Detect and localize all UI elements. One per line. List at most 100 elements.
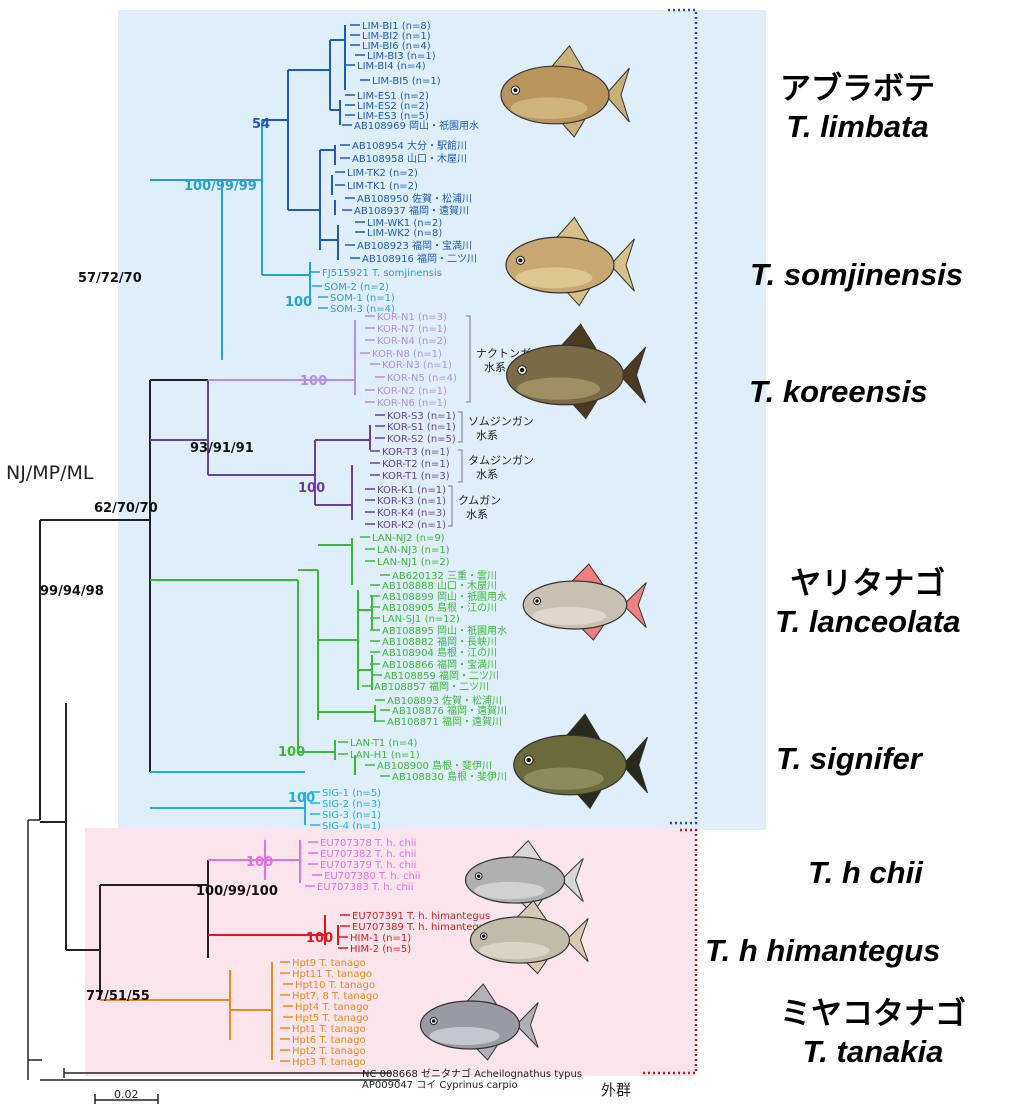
tip-label: KOR-S1 (n=1) — [387, 422, 456, 433]
tip-label: Hpt6 T. tanago — [292, 1035, 366, 1046]
tip-label: SIG-3 (n=1) — [322, 810, 381, 821]
species-label-koreensis: T. koreensis — [749, 373, 928, 411]
drainage-label: 水系 — [476, 429, 498, 442]
species-label-somjinensis: T. somjinensis — [750, 256, 963, 294]
method-label: NJ/MP/ML — [6, 462, 93, 484]
tip-label: Hpt1 T. tanago — [292, 1024, 366, 1035]
support-value: 100/99/100 — [196, 884, 278, 899]
tip-label: AB108958 山口・木屋川 — [352, 153, 467, 165]
support-value: 100 — [298, 481, 325, 496]
tip-label: FJ515921 T. somjinensis — [322, 268, 442, 279]
tip-label: AB108937 福岡・遠賀川 — [354, 204, 469, 217]
tip-label: AB108905 島根・江の川 — [382, 601, 497, 614]
tip-label: SOM-2 (n=2) — [324, 282, 389, 293]
tip-label: LIM-BI4 (n=4) — [357, 61, 426, 72]
tip-label: AB108871 福岡・遠賀川 — [387, 715, 502, 728]
tip-label: KOR-N1 (n=3) — [377, 312, 447, 323]
fish-somjinensis-illustration — [506, 217, 634, 305]
tip-label: AB108923 福岡・宝満川 — [357, 239, 472, 252]
tip-label: AB108859 福岡・二ツ川 — [384, 669, 499, 682]
tip-label: SIG-1 (n=5) — [322, 788, 381, 799]
tip-label: KOR-N5 (n=4) — [387, 373, 457, 384]
tip-label: KOR-N6 (n=1) — [377, 398, 447, 409]
species-label-tanakia: ミヤコタナゴ T. tanakia — [780, 995, 966, 1071]
tip-label: NC 008668 ゼニタナゴ Acheilognathus typus — [362, 1067, 582, 1080]
tip-label: AB108904 島根・江の川 — [382, 646, 497, 659]
tip-label: LIM-TK1 (n=2) — [347, 181, 418, 192]
tip-label: Hpt5 T. tanago — [295, 1013, 369, 1024]
support-value: 100 — [288, 791, 315, 806]
tip-label: LAN-NJ1 (n=2) — [377, 557, 450, 568]
drainage-label: タムジンガン — [468, 454, 534, 467]
tip-label: EU707380 T. h. chii — [324, 871, 420, 882]
tip-label: AB108857 福岡・二ツ川 — [374, 680, 489, 693]
tip-label: AB108950 佐賀・松浦川 — [357, 192, 472, 205]
tip-label: AB108899 岡山・祇園用水 — [382, 591, 507, 603]
tip-label: LAN-H1 (n=1) — [350, 750, 420, 761]
fish-koreensis-illustration — [507, 324, 646, 418]
tip-label: KOR-K2 (n=1) — [377, 520, 446, 531]
drainage-label: 水系 — [476, 468, 498, 481]
tip-label: SIG-2 (n=3) — [322, 799, 381, 810]
support-value: 99/94/98 — [40, 584, 104, 599]
drainage-label: クムガン — [458, 494, 501, 507]
tip-label: KOR-K3 (n=1) — [377, 496, 446, 507]
tip-label: EU707378 T. h. chii — [320, 838, 416, 849]
tip-label: AB108888 山口・木屋川 — [382, 580, 497, 592]
tip-label: EU707391 T. h. himantegus — [352, 911, 490, 922]
tip-label: AB108954 大分・駅館川 — [352, 139, 467, 152]
species-label-limbata: アブラボテ T. limbata — [780, 70, 935, 146]
drainage-bracket — [448, 486, 452, 526]
support-value: 100 — [285, 295, 312, 310]
outgroup-label: 外群 — [601, 1079, 631, 1100]
tip-label: HIM-1 (n=1) — [350, 933, 411, 944]
tip-label: AB108866 福岡・宝満川 — [382, 658, 497, 671]
tip-label: KOR-K4 (n=3) — [377, 508, 446, 519]
tip-label: KOR-N4 (n=2) — [377, 336, 447, 347]
tip-label: Hpt9 T. tanago — [292, 958, 366, 969]
tip-label: EU707383 T. h. chii — [317, 882, 413, 893]
species-label-h-himantegus: T. h himantegus — [705, 932, 940, 970]
fish-h-chii-illustration — [466, 841, 584, 914]
tip-label: Hpt7, 8 T. tanago — [292, 991, 378, 1002]
support-value: 77/51/55 — [86, 989, 150, 1004]
tip-label: Hpt3 T. tanago — [292, 1057, 366, 1068]
tip-label: LIM-TK2 (n=2) — [347, 168, 418, 179]
drainage-bracket — [458, 450, 462, 482]
fish-limbata-illustration — [501, 46, 629, 137]
tip-label: KOR-S2 (n=5) — [387, 434, 456, 445]
tip-label: EU707379 T. h. chii — [320, 860, 416, 871]
species-label-lanceolata: ヤリタナゴ T. lanceolata — [775, 565, 961, 641]
scale-bar-label: 0.02 — [114, 1088, 139, 1101]
tip-label: KOR-T2 (n=1) — [382, 459, 450, 470]
tip-label: AB108882 福岡・長峡川 — [382, 635, 497, 648]
drainage-bracket — [458, 412, 462, 442]
tip-label: AB108830 島根・斐伊川 — [392, 770, 507, 783]
support-value: 100 — [246, 855, 273, 870]
fish-tanakia-illustration — [421, 984, 539, 1060]
species-label-h-chii: T. h chii — [808, 854, 923, 892]
support-value: 54 — [252, 117, 270, 132]
support-value: 100/99/99 — [184, 179, 257, 194]
tip-label: AB108916 福岡・二ツ川 — [362, 252, 477, 265]
tip-label: KOR-N2 (n=1) — [377, 386, 447, 397]
support-value: 100 — [306, 931, 333, 946]
tip-label: AB108895 岡山・祇園用水 — [382, 625, 507, 637]
support-value: 100 — [278, 745, 305, 760]
drainage-bracket — [466, 316, 470, 402]
tip-label: SIG-4 (n=1) — [322, 821, 381, 832]
tip-label: EU707389 T. h. himantegus — [352, 922, 490, 933]
tip-label: LAN-T1 (n=4) — [350, 738, 417, 749]
fish-signifer-illustration — [514, 714, 648, 808]
species-label-signifer: T. signifer — [776, 740, 922, 778]
tip-label: Hpt11 T. tanago — [292, 969, 372, 980]
drainage-label: ソムジンガン — [468, 415, 534, 428]
tip-label: KOR-K1 (n=1) — [377, 485, 446, 496]
tip-label: KOR-T1 (n=3) — [382, 471, 450, 482]
tip-label: KOR-T3 (n=1) — [382, 447, 450, 458]
support-value: 100 — [300, 374, 327, 389]
fish-lanceolata-illustration — [523, 564, 646, 640]
tip-label: KOR-S3 (n=1) — [387, 411, 456, 422]
drainage-label: 水系 — [484, 361, 506, 374]
tip-label: Hpt2 T. tanago — [292, 1046, 366, 1057]
